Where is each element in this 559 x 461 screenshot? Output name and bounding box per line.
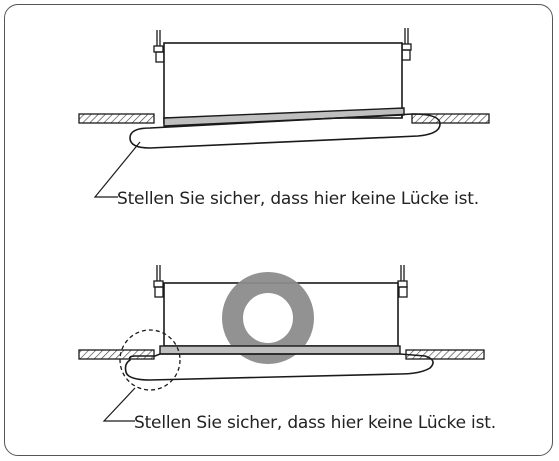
ceiling-left — [78, 113, 155, 124]
hanger-bolt-left — [153, 265, 164, 298]
ceiling-left — [78, 349, 155, 360]
ceiling-right — [411, 113, 490, 124]
top-illustration — [78, 28, 490, 198]
hanger-bolt-right — [397, 265, 408, 298]
gap-check-circle — [119, 329, 181, 391]
indoor-unit-body — [163, 42, 403, 119]
decoration-panel-outline — [129, 113, 441, 149]
caption-top: Stellen Sie sicher, dass hier keine Lück… — [117, 189, 479, 209]
leader-line-bottom — [102, 387, 136, 422]
leader-line-top — [93, 141, 141, 198]
decoration-panel-outline — [124, 353, 434, 381]
bottom-illustration — [78, 265, 485, 422]
level-panel — [159, 345, 401, 355]
caption-bottom: Stellen Sie sicher, dass hier keine Lück… — [134, 413, 496, 433]
hanger-bolt-left — [153, 30, 165, 63]
ceiling-right — [405, 349, 485, 360]
figure-frame — [4, 4, 553, 456]
hanger-bolt-right — [401, 28, 412, 61]
